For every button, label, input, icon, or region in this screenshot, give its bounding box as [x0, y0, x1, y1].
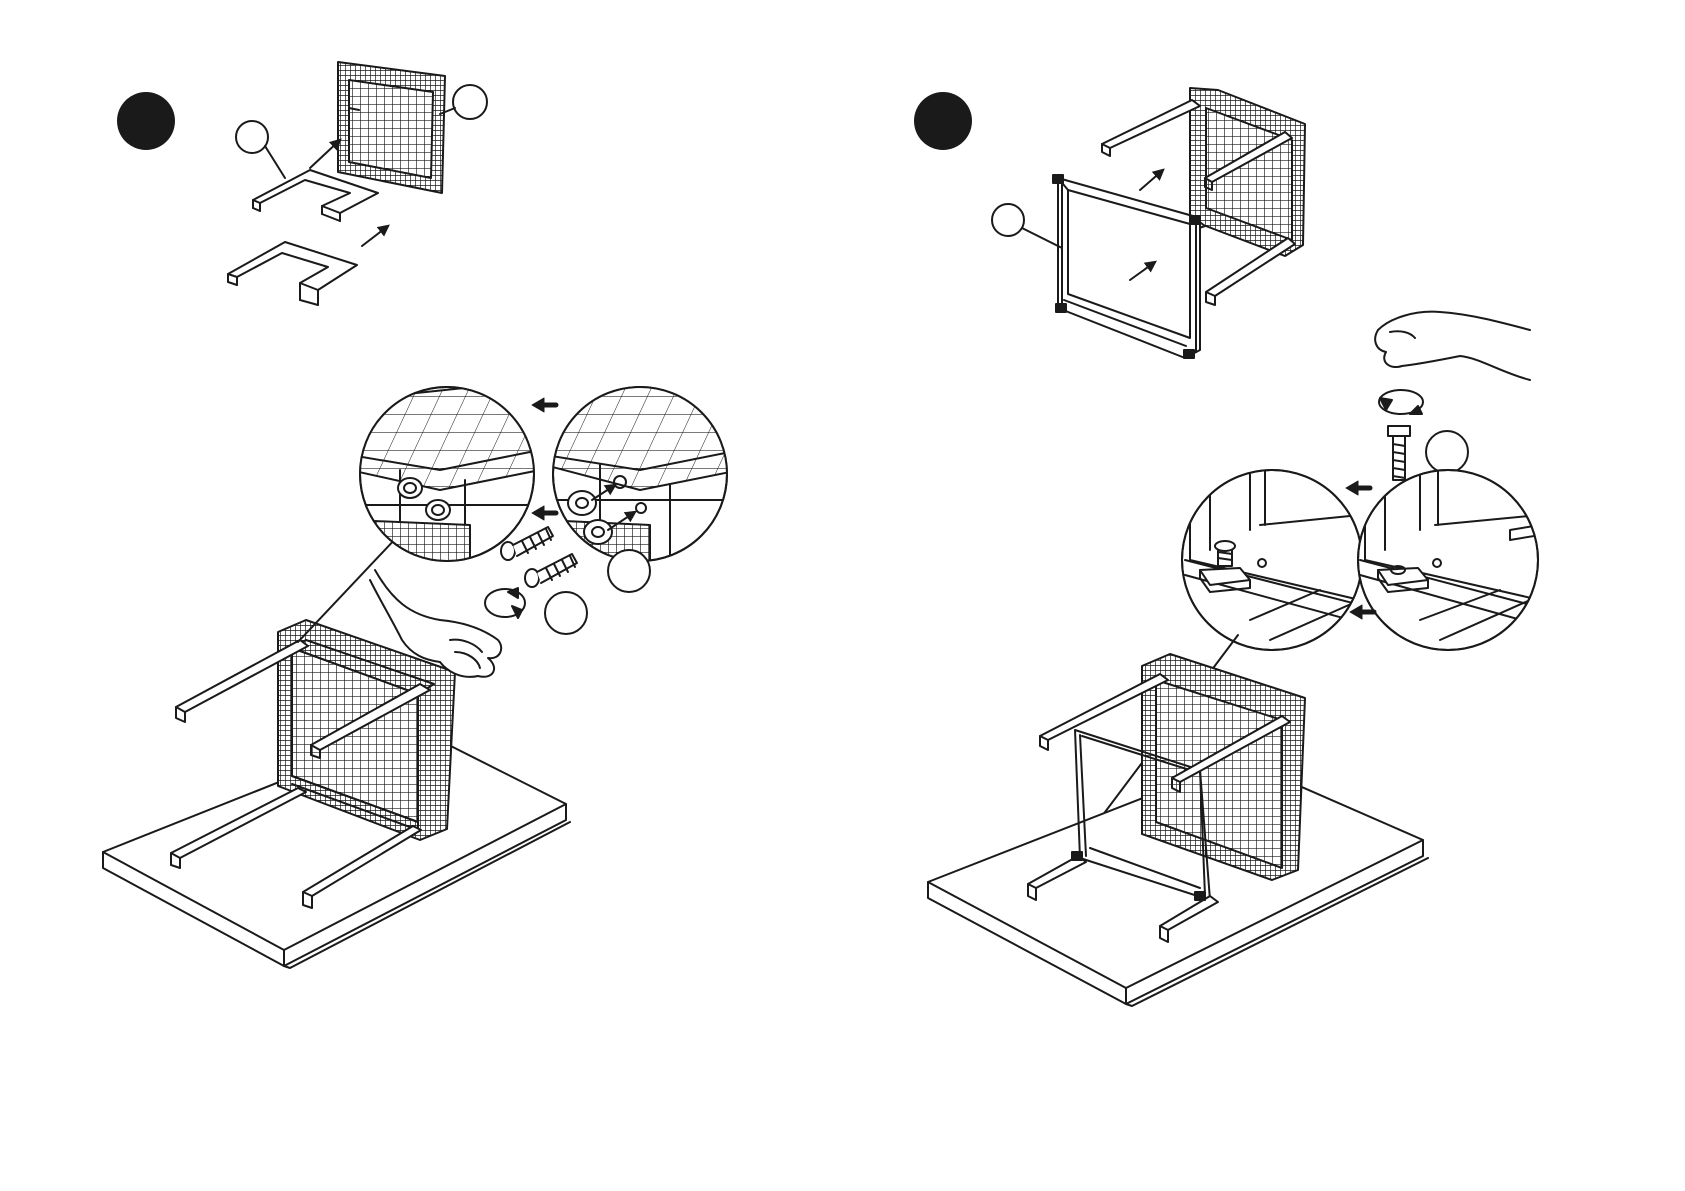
step-left [103, 62, 750, 968]
step-number-badge [914, 92, 972, 150]
leg [1102, 100, 1200, 148]
hand-tightening-icon [1375, 312, 1530, 380]
step-number-badge [117, 92, 175, 150]
clockwise-rotate-icon [1379, 390, 1423, 414]
part-callout-circle [608, 550, 650, 592]
part-callout-circle [1426, 431, 1468, 473]
leg [1206, 238, 1295, 296]
clockwise-rotate-icon [485, 588, 525, 618]
wicker-seat-panel [1190, 88, 1305, 256]
leg-frame-lower [228, 242, 357, 305]
leg-frame-upper [253, 170, 378, 221]
direction-arrow [532, 398, 556, 520]
detail-zoom-circle [1358, 460, 1550, 650]
front-frame [1053, 175, 1200, 358]
bolt [1388, 426, 1410, 480]
direction-arrow [310, 140, 340, 168]
part-callout-circle [453, 85, 487, 119]
bolt [525, 554, 577, 587]
part-callout-circle [992, 204, 1024, 236]
detail-zoom-circle [545, 380, 750, 570]
step-right [914, 88, 1550, 1006]
direction-arrow [1140, 170, 1163, 190]
wicker-seat-panel [338, 62, 445, 193]
part-callout-circle [545, 592, 587, 634]
direction-arrow [362, 226, 388, 246]
part-callout-circle [236, 121, 268, 153]
